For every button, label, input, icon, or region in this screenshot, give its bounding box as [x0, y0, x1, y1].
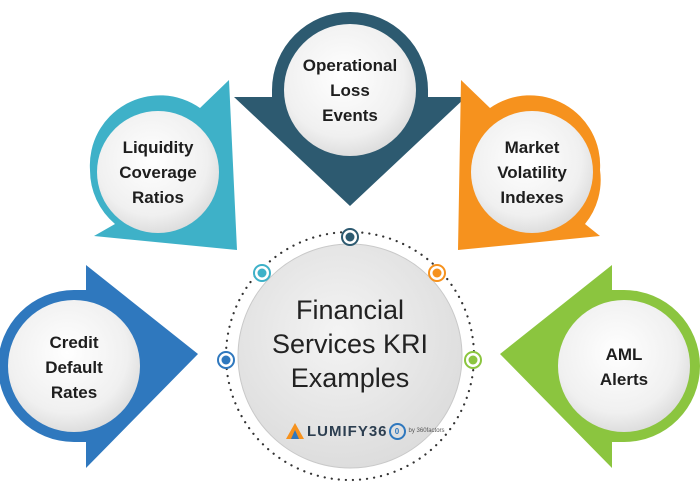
label-line: Ratios [132, 187, 184, 207]
label-line: Liquidity [122, 137, 194, 157]
label-line: Events [322, 105, 378, 125]
title-line: Financial [295, 295, 405, 325]
label-line: Volatility [497, 162, 567, 182]
title-line: Services KRI [271, 329, 429, 359]
item-credit-shape [0, 265, 198, 468]
label-line: Coverage [119, 162, 197, 182]
logo-wordmark: LUMIFY36 [307, 422, 388, 440]
node-dot-green [464, 351, 482, 369]
item-credit-label: Credit Default Rates [14, 329, 134, 405]
label-line: Default [45, 357, 103, 377]
lumify-logo-icon [286, 423, 304, 439]
label-line: Loss [330, 80, 370, 100]
item-operational-shape [234, 12, 466, 206]
label-line: Market [504, 137, 560, 157]
label-line: Rates [50, 382, 98, 402]
label-line: Credit [49, 332, 99, 352]
item-aml-label: AML Alerts [564, 341, 684, 393]
node-dot-blue [217, 351, 235, 369]
node-dot-navy [341, 228, 359, 246]
item-liquidity-shape [89, 80, 237, 250]
item-aml-shape [500, 265, 700, 468]
item-operational-label: Operational Loss Events [290, 52, 410, 128]
node-dot-teal [253, 264, 271, 282]
item-liquidity-label: Liquidity Coverage Ratios [98, 134, 218, 210]
item-market-shape [458, 80, 601, 250]
logo-byline: by 360factors [408, 428, 445, 434]
label-line: AML [605, 345, 643, 364]
label-line: Indexes [500, 187, 564, 207]
item-market-label: Market Volatility Indexes [472, 134, 592, 210]
node-dot-orange [428, 264, 446, 282]
lumify-logo: LUMIFY36 0 by 360factors [286, 421, 456, 441]
center-title: Financial Services KRI Examples [250, 290, 450, 398]
logo-ring-glyph: 0 [388, 422, 406, 440]
title-line: Examples [290, 363, 410, 393]
label-line: Operational [302, 55, 398, 75]
label-line: Alerts [599, 370, 649, 389]
